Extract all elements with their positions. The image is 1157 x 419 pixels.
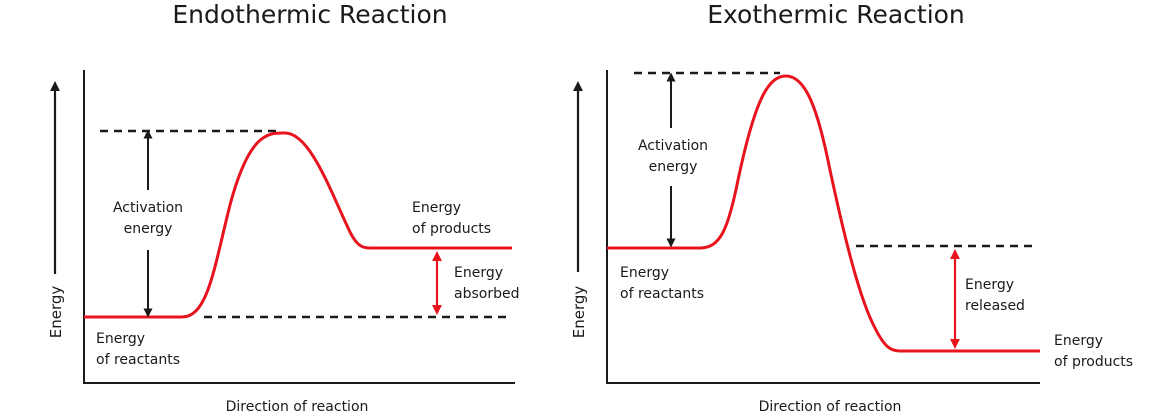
endothermic-title: Endothermic Reaction bbox=[172, 0, 447, 29]
exothermic-reactants-label-2: of reactants bbox=[620, 286, 704, 302]
exothermic-products-label-2: of products bbox=[1054, 354, 1133, 370]
endothermic-reactants-label-2: of reactants bbox=[96, 352, 180, 368]
endothermic-panel: Endothermic Reaction Energy Activation e… bbox=[44, 0, 519, 415]
exothermic-axes bbox=[606, 70, 1040, 384]
exothermic-panel: Exothermic Reaction Energy Activation en… bbox=[567, 0, 1133, 415]
exothermic-activation-label-2: energy bbox=[649, 159, 698, 175]
exothermic-title: Exothermic Reaction bbox=[707, 0, 965, 29]
endothermic-products-label-2: of products bbox=[412, 221, 491, 237]
exothermic-change-label-2: released bbox=[965, 298, 1025, 314]
endothermic-axes bbox=[83, 70, 515, 384]
endothermic-x-axis-label: Direction of reaction bbox=[226, 399, 369, 415]
exothermic-energy-curve bbox=[607, 74, 1040, 353]
endothermic-energy-curve bbox=[84, 131, 512, 319]
endothermic-activation-label-1: Activation bbox=[113, 200, 183, 216]
endothermic-products-label-1: Energy bbox=[412, 200, 461, 216]
exothermic-reactants-label-1: Energy bbox=[620, 265, 669, 281]
endothermic-change-label-2: absorbed bbox=[454, 286, 519, 302]
endothermic-activation-label-2: energy bbox=[124, 221, 173, 237]
exothermic-activation-label-1: Activation bbox=[638, 138, 708, 154]
exothermic-change-label-1: Energy bbox=[965, 277, 1014, 293]
exothermic-products-label-1: Energy bbox=[1054, 333, 1103, 349]
exothermic-y-axis-label: Energy bbox=[570, 286, 588, 339]
endothermic-reactants-label-1: Energy bbox=[96, 331, 145, 347]
endothermic-y-axis-label: Energy bbox=[47, 286, 65, 339]
exothermic-x-axis-label: Direction of reaction bbox=[759, 399, 902, 415]
endothermic-change-label-1: Energy bbox=[454, 265, 503, 281]
